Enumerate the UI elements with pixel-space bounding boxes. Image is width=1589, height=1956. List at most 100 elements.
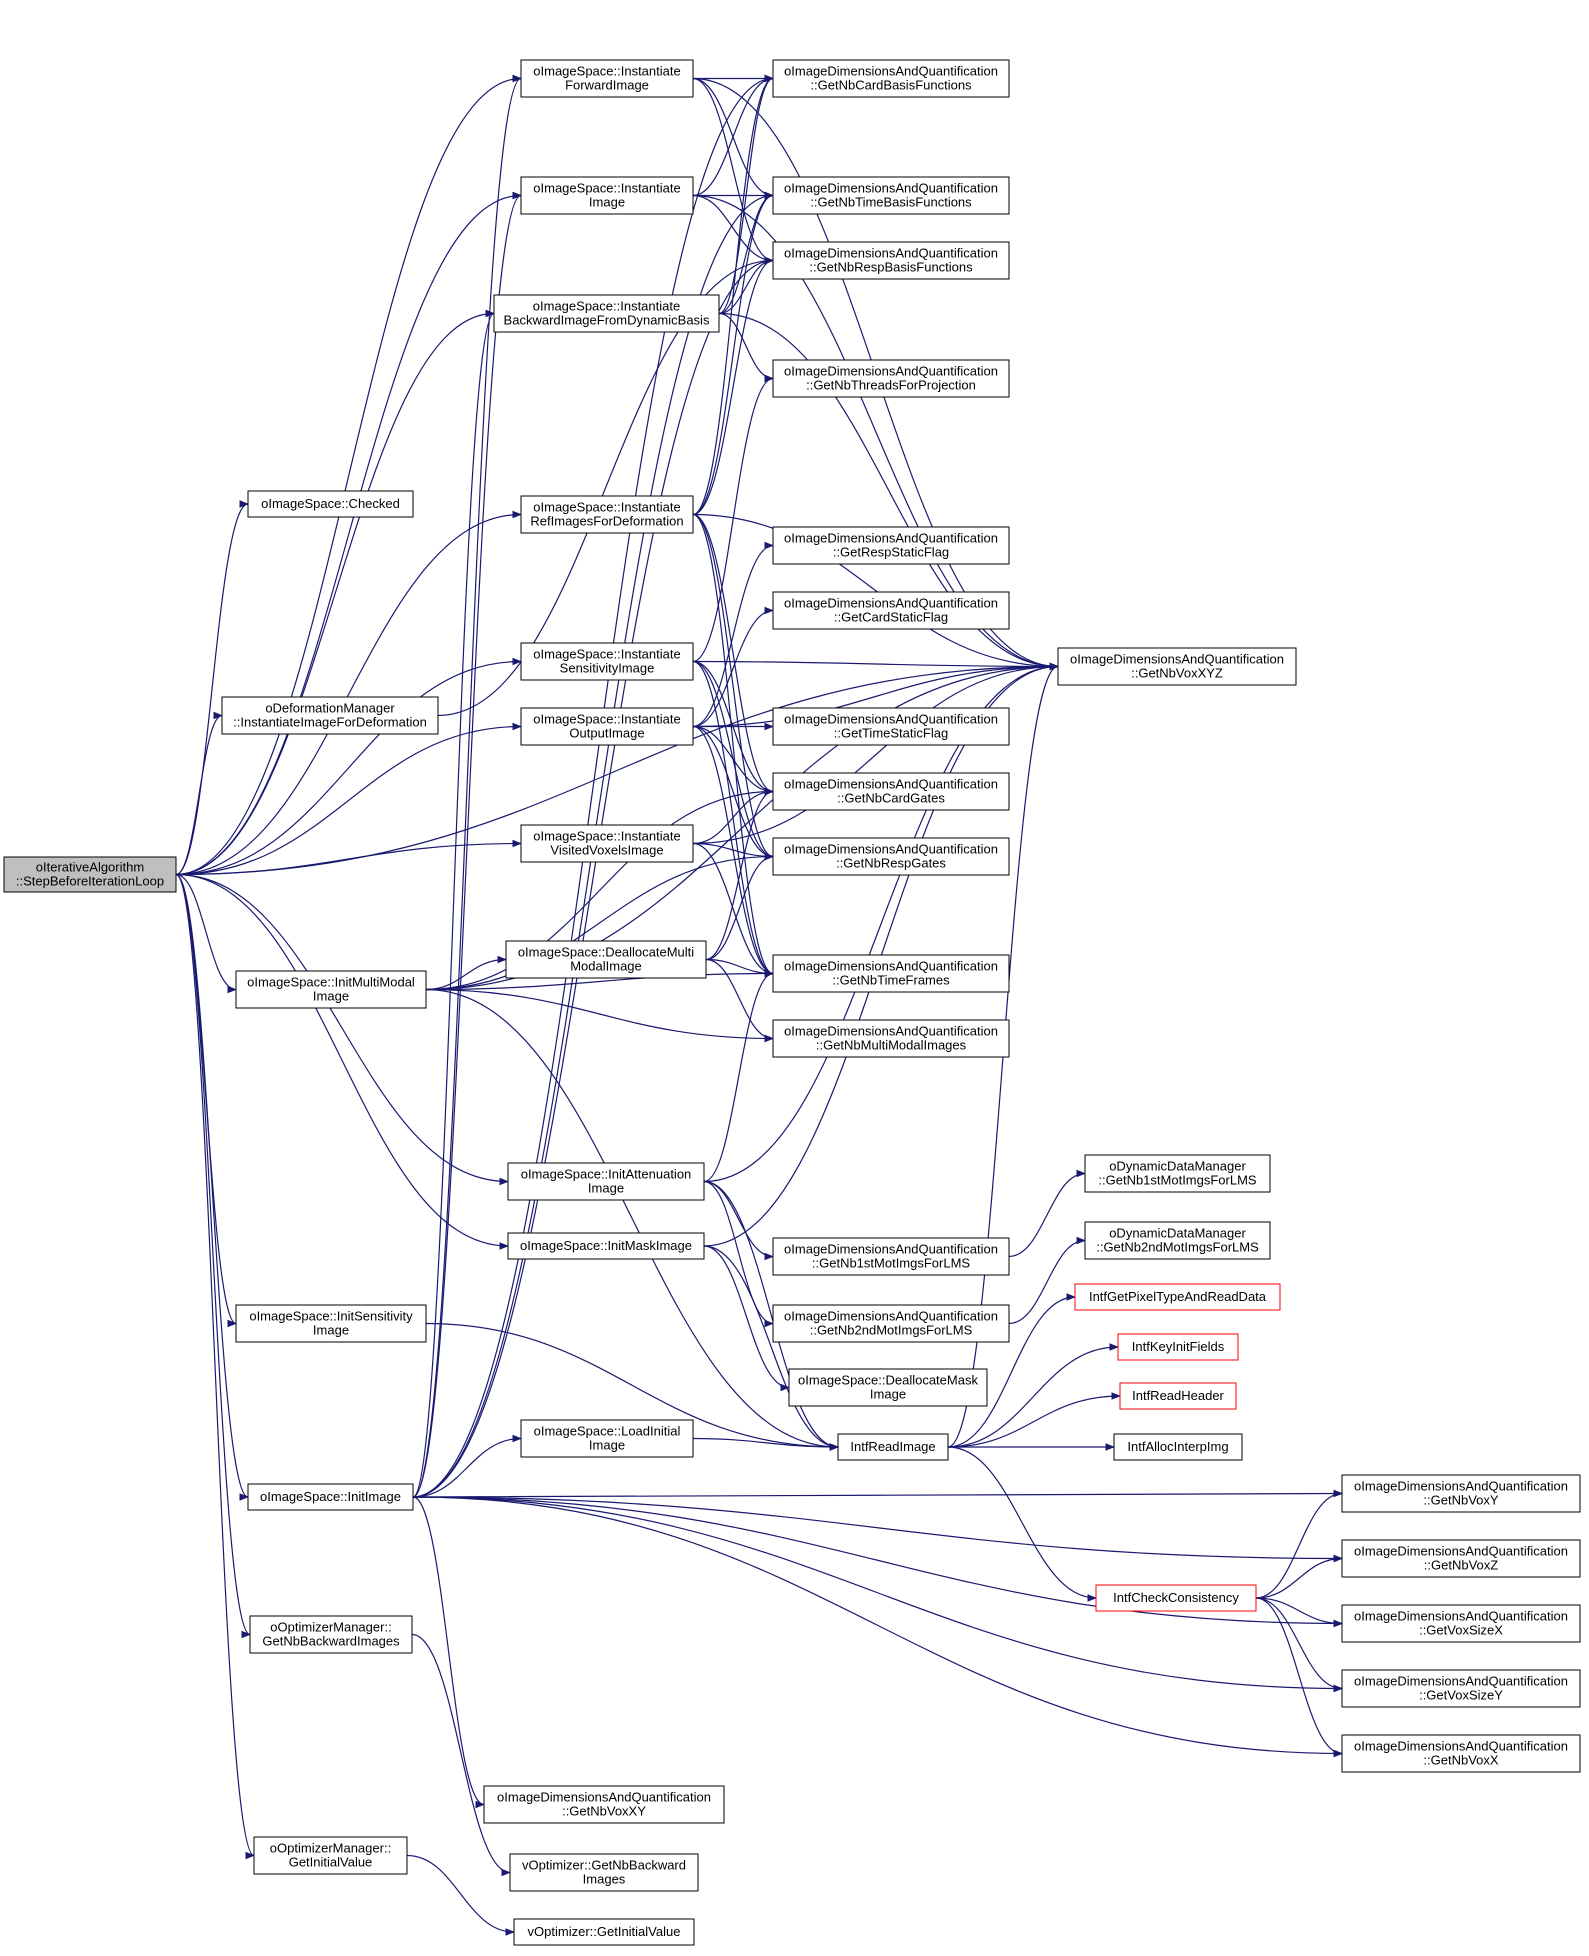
- node-label: ::GetNb1stMotImgsForLMS: [1098, 1173, 1257, 1188]
- node-label: ::GetNbRespBasisFunctions: [809, 260, 973, 275]
- node-label: oImageDimensionsAndQuantification: [1354, 1544, 1568, 1559]
- node-box: [1074, 1283, 1281, 1311]
- node-label: ::GetNbCardBasisFunctions: [810, 78, 972, 93]
- function-node-dyn2nd[interactable]: oDynamicDataManager::GetNb2ndMotImgsForL…: [1084, 1221, 1271, 1260]
- function-node-gCardGates[interactable]: oImageDimensionsAndQuantification::GetNb…: [772, 772, 1010, 811]
- call-edge: [412, 1496, 1343, 1628]
- node-label: oImageDimensionsAndQuantification: [784, 181, 998, 196]
- call-edge: [1255, 1597, 1343, 1628]
- node-box: [493, 294, 720, 333]
- function-node-gCardStatic[interactable]: oImageDimensionsAndQuantification::GetCa…: [772, 591, 1010, 630]
- node-label: oImageDimensionsAndQuantification: [784, 1024, 998, 1039]
- call-edge: [175, 74, 522, 876]
- function-node-deform[interactable]: oDeformationManager::InstantiateImageFor…: [221, 696, 439, 735]
- call-edge: [1255, 1597, 1343, 1758]
- function-nodes: oIterativeAlgorithm::StepBeforeIteration…: [3, 59, 1581, 1946]
- function-node-gX[interactable]: oImageDimensionsAndQuantification::GetNb…: [1341, 1734, 1581, 1773]
- call-edge: [412, 1496, 1343, 1758]
- node-label: oImageDimensionsAndQuantification: [784, 364, 998, 379]
- node-label: oImageSpace::Instantiate: [533, 64, 680, 79]
- function-node-gXYZ[interactable]: oImageDimensionsAndQuantification::GetNb…: [1057, 647, 1297, 686]
- node-label: ::GetNbVoxY: [1423, 1493, 1498, 1508]
- node-box: [1084, 1221, 1271, 1260]
- function-node-initMask[interactable]: oImageSpace::InitMaskImage: [507, 1232, 705, 1260]
- function-node-g2nd[interactable]: oImageDimensionsAndQuantification::GetNb…: [772, 1304, 1010, 1343]
- node-label: ::GetNb2ndMotImgsForLMS: [1096, 1240, 1259, 1255]
- function-node-gTimeFrames[interactable]: oImageDimensionsAndQuantification::GetNb…: [772, 954, 1010, 993]
- node-box: [513, 1918, 695, 1946]
- node-label: oImageDimensionsAndQuantification: [1354, 1739, 1568, 1754]
- function-node-readImg[interactable]: IntfReadImage: [837, 1433, 949, 1461]
- node-box: [507, 1232, 705, 1260]
- node-label: oDynamicDataManager: [1109, 1226, 1246, 1241]
- node-label: ::GetVoxSizeY: [1419, 1688, 1503, 1703]
- function-node-instBack[interactable]: oImageSpace::InstantiateBackwardImageFro…: [493, 294, 720, 333]
- function-node-instRef[interactable]: oImageSpace::InstantiateRefImagesForDefo…: [520, 495, 694, 534]
- function-node-checked[interactable]: oImageSpace::Checked: [247, 490, 414, 518]
- node-box: [507, 1162, 705, 1201]
- function-node-gTimeBasis[interactable]: oImageDimensionsAndQuantification::GetNb…: [772, 176, 1010, 215]
- function-node-optInit[interactable]: oOptimizerManager::GetInitialValue: [253, 1836, 408, 1875]
- node-label: ::GetTimeStaticFlag: [834, 726, 948, 741]
- node-label: oImageSpace::Instantiate: [533, 299, 680, 314]
- function-node-root[interactable]: oIterativeAlgorithm::StepBeforeIteration…: [3, 856, 177, 893]
- function-node-gXY[interactable]: oImageDimensionsAndQuantification::GetNb…: [483, 1785, 725, 1824]
- call-edge: [692, 74, 774, 197]
- function-node-gSizeX[interactable]: oImageDimensionsAndQuantification::GetVo…: [1341, 1604, 1581, 1643]
- node-box: [772, 526, 1010, 565]
- function-node-gRespStatic[interactable]: oImageDimensionsAndQuantification::GetRe…: [772, 526, 1010, 565]
- call-edge: [1255, 1554, 1343, 1599]
- function-node-instImg[interactable]: oImageSpace::InstantiateImage: [520, 176, 694, 215]
- function-node-gCardBasis[interactable]: oImageDimensionsAndQuantification::GetNb…: [772, 59, 1010, 98]
- call-edge: [175, 510, 522, 876]
- call-edge: [175, 500, 249, 876]
- node-label: Image: [588, 1181, 624, 1196]
- function-node-pixType[interactable]: IntfGetPixelTypeAndReadData: [1074, 1283, 1281, 1311]
- function-node-vInit[interactable]: vOptimizer::GetInitialValue: [513, 1918, 695, 1946]
- call-edge: [412, 1496, 1343, 1693]
- node-label: ::GetNb2ndMotImgsForLMS: [810, 1323, 973, 1338]
- call-edge: [425, 787, 774, 991]
- function-node-readHdr[interactable]: IntfReadHeader: [1119, 1382, 1237, 1410]
- function-node-vBack[interactable]: vOptimizer::GetNbBackwardImages: [509, 1853, 699, 1892]
- function-node-gZ[interactable]: oImageDimensionsAndQuantification::GetNb…: [1341, 1539, 1581, 1578]
- call-edge: [412, 1496, 485, 1809]
- function-node-instVis[interactable]: oImageSpace::InstantiateVisitedVoxelsIma…: [520, 824, 694, 863]
- function-node-dyn1st[interactable]: oDynamicDataManager::GetNb1stMotImgsForL…: [1084, 1154, 1271, 1193]
- function-node-keyInit[interactable]: IntfKeyInitFields: [1117, 1333, 1239, 1361]
- function-node-gSizeY[interactable]: oImageDimensionsAndQuantification::GetVo…: [1341, 1669, 1581, 1708]
- node-label: vOptimizer::GetInitialValue: [528, 1924, 681, 1939]
- function-node-initImg[interactable]: oImageSpace::InitImage: [247, 1483, 414, 1511]
- function-node-gRespBasis[interactable]: oImageDimensionsAndQuantification::GetNb…: [772, 241, 1010, 280]
- node-box: [772, 241, 1010, 280]
- function-node-gY[interactable]: oImageDimensionsAndQuantification::GetNb…: [1341, 1474, 1581, 1513]
- function-node-optBack[interactable]: oOptimizerManager::GetNbBackwardImages: [249, 1615, 413, 1654]
- function-node-gThreads[interactable]: oImageDimensionsAndQuantification::GetNb…: [772, 359, 1010, 398]
- function-node-allocInterp[interactable]: IntfAllocInterpImg: [1113, 1433, 1243, 1461]
- node-box: [772, 707, 1010, 746]
- call-edge: [703, 1245, 790, 1392]
- call-edge: [692, 1437, 839, 1451]
- node-label: oImageDimensionsAndQuantification: [784, 64, 998, 79]
- function-node-gRespGates[interactable]: oImageDimensionsAndQuantification::GetNb…: [772, 837, 1010, 876]
- node-label: oImageDimensionsAndQuantification: [784, 777, 998, 792]
- function-node-gMMImgs[interactable]: oImageDimensionsAndQuantification::GetNb…: [772, 1019, 1010, 1058]
- function-node-checkCons[interactable]: IntfCheckConsistency: [1095, 1584, 1257, 1612]
- function-node-g1st[interactable]: oImageDimensionsAndQuantification::GetNb…: [772, 1237, 1010, 1276]
- function-node-gTimeStatic[interactable]: oImageDimensionsAndQuantification::GetTi…: [772, 707, 1010, 746]
- node-label: Image: [589, 195, 625, 210]
- node-label: oImageDimensionsAndQuantification: [784, 531, 998, 546]
- node-box: [520, 642, 694, 681]
- node-box: [520, 59, 694, 98]
- node-label: oImageDimensionsAndQuantification: [784, 246, 998, 261]
